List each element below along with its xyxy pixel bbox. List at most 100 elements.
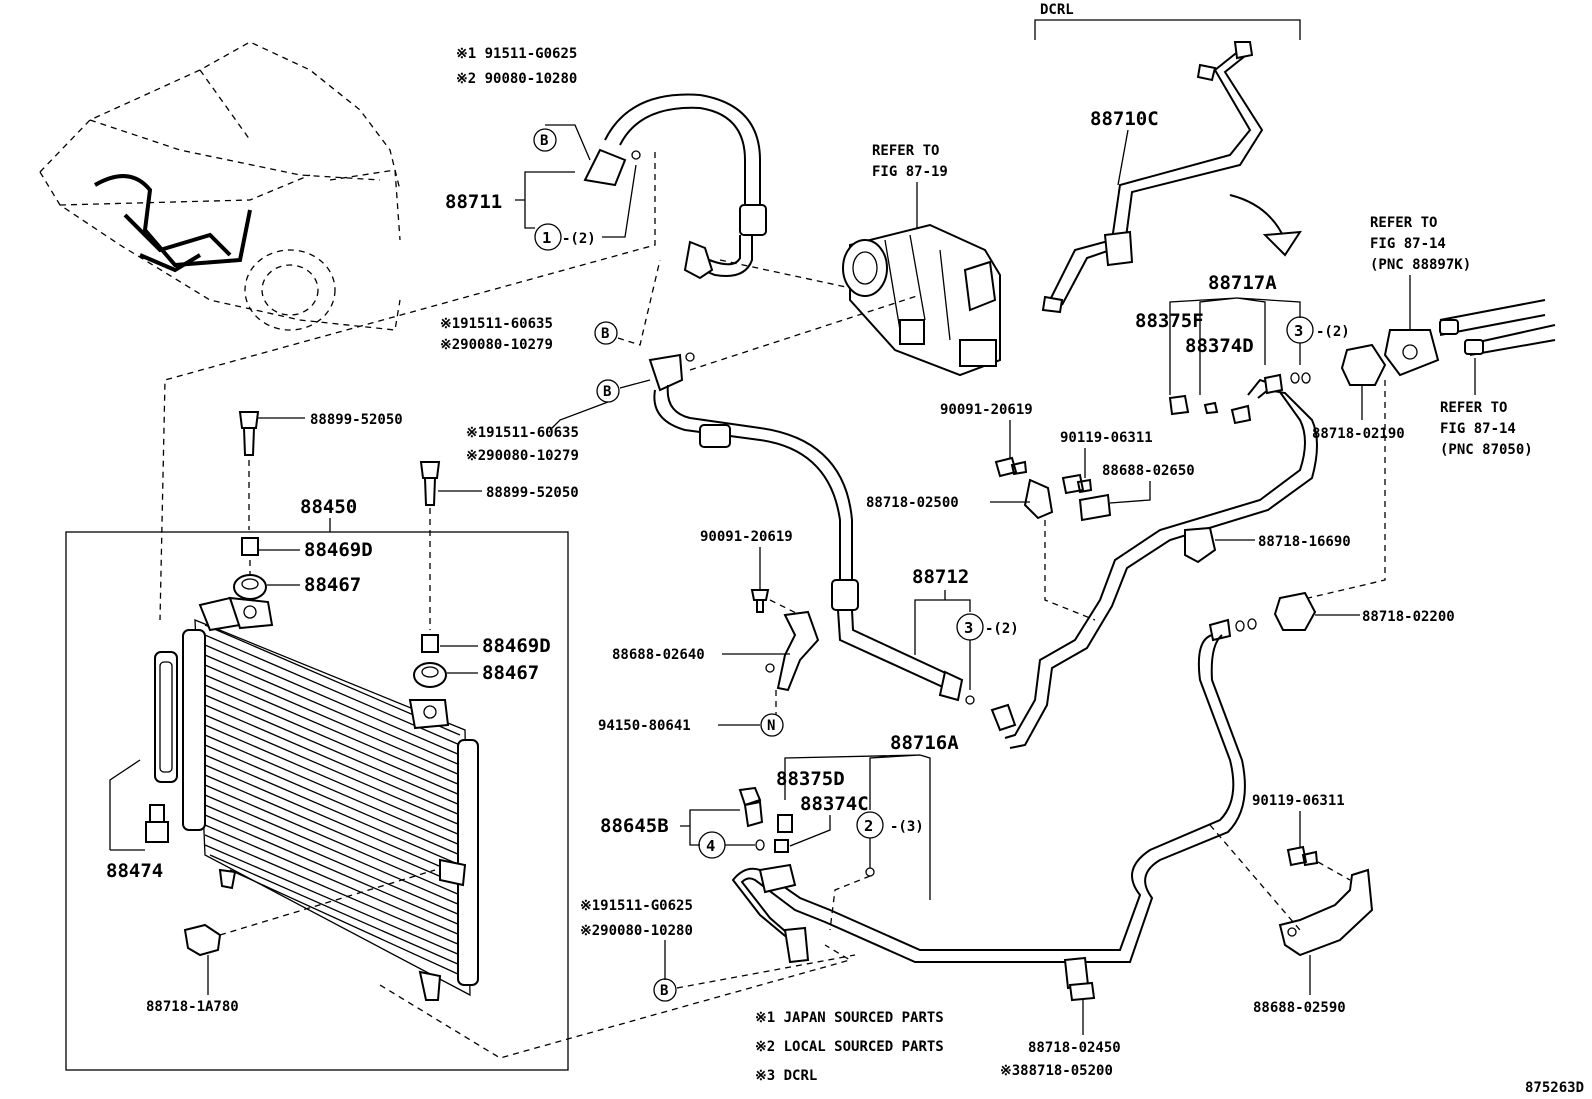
label-88688-02640: 88688-02640 bbox=[612, 647, 705, 663]
callout-b-lower-text: B bbox=[660, 983, 668, 999]
callout-b-88711-text: B bbox=[540, 133, 548, 149]
discharge-hose-88711 bbox=[583, 93, 767, 280]
switch-88375D bbox=[777, 814, 793, 833]
label-88374C: 88374C bbox=[800, 793, 869, 815]
label-88469D-a: 88469D bbox=[304, 539, 373, 561]
refer-fig-87-14-a-line3: (PNC 88897K) bbox=[1370, 257, 1471, 273]
callout-1-88711 bbox=[534, 223, 562, 251]
label-88718-1A780: 88718-1A780 bbox=[146, 999, 239, 1015]
callout-3-88712-text: 3 bbox=[964, 619, 973, 637]
pipe-88710C bbox=[1041, 41, 1264, 314]
label-88718-16690: 88718-16690 bbox=[1258, 534, 1351, 550]
label-88688-02590: 88688-02590 bbox=[1253, 1000, 1346, 1016]
cushion-88467-b bbox=[413, 662, 447, 688]
label-88467-b: 88467 bbox=[482, 662, 539, 684]
label-88469D-b: 88469D bbox=[482, 635, 551, 657]
label-88711: 88711 bbox=[445, 191, 502, 213]
condenser-88450 bbox=[154, 596, 479, 1001]
hose-fitting-refer-87-14 bbox=[1383, 299, 1556, 377]
pressure-switch-88645B bbox=[738, 786, 764, 828]
label-88375D: 88375D bbox=[776, 768, 845, 790]
label-88710C: 88710C bbox=[1090, 108, 1159, 130]
label-88711-note1: ※1 91511-G0625 bbox=[456, 46, 577, 62]
label-88717A-qty: -(2) bbox=[1316, 324, 1350, 340]
bracket-88688-02590 bbox=[1278, 868, 1374, 957]
leader-hose-to-condenser bbox=[159, 152, 656, 621]
vehicle-location-illustration bbox=[39, 41, 401, 331]
label-90119-06311-b: 90119-06311 bbox=[1252, 793, 1345, 809]
legend-line-2: ※2 LOCAL SOURCED PARTS bbox=[755, 1039, 944, 1055]
label-88899-52050-b: 88899-52050 bbox=[486, 485, 579, 501]
label-88717A: 88717A bbox=[1208, 272, 1277, 294]
label-90091-20619-b: 90091-20619 bbox=[700, 529, 793, 545]
bolt-90119-a bbox=[1061, 473, 1093, 495]
label-88718-05200: ※388718-05200 bbox=[1000, 1063, 1113, 1079]
cushion-88718-02200 bbox=[1273, 591, 1317, 631]
condenser-assembly-frame bbox=[65, 531, 569, 1071]
bracket-88718-1A780 bbox=[183, 923, 222, 957]
label-hose-b-lower-2: ※290080-10280 bbox=[580, 923, 693, 939]
label-88718-02200: 88718-02200 bbox=[1362, 609, 1455, 625]
refer-fig-87-19-line2: FIG 87-19 bbox=[872, 164, 948, 180]
label-88474: 88474 bbox=[106, 860, 163, 882]
bolt-88899-52050-b bbox=[419, 461, 441, 506]
refer-fig-87-19-line1: REFER TO bbox=[872, 143, 939, 159]
clamp-88718-16690 bbox=[1184, 526, 1217, 564]
callout-n bbox=[760, 713, 784, 737]
callout-b-upper-text: B bbox=[601, 326, 609, 342]
label-hose-b-upper-2: ※290080-10279 bbox=[440, 337, 553, 353]
dcrl-section-bracket: DCRL bbox=[1034, 2, 1301, 40]
dcrl-label: DCRL bbox=[1040, 2, 1074, 18]
diagram-id: 875263D bbox=[1525, 1080, 1584, 1096]
bracket-88688-02640 bbox=[765, 610, 820, 692]
refer-fig-87-14-b-line3: (PNC 87050) bbox=[1440, 442, 1533, 458]
label-88718-02190: 88718-02190 bbox=[1312, 426, 1405, 442]
cushion-88718-02190 bbox=[1340, 343, 1387, 386]
callout-b-upper bbox=[594, 321, 618, 345]
legend-line-1: ※1 JAPAN SOURCED PARTS bbox=[755, 1010, 944, 1026]
callout-b-mid-text: B bbox=[603, 384, 611, 400]
pipe-88717A bbox=[990, 373, 1318, 749]
bolt-90119-b bbox=[1286, 845, 1319, 867]
refer-fig-87-14-b-line2: FIG 87-14 bbox=[1440, 421, 1516, 437]
callout-n-text: N bbox=[767, 718, 775, 734]
label-88716A: 88716A bbox=[890, 732, 959, 754]
callout-3-88717A-text: 3 bbox=[1294, 322, 1303, 340]
label-94150-80641: 94150-80641 bbox=[598, 718, 691, 734]
clamp-88718-02450 bbox=[1063, 956, 1096, 1002]
receiver-88474 bbox=[145, 804, 169, 843]
label-88718-02450: 88718-02450 bbox=[1028, 1040, 1121, 1056]
label-88374D: 88374D bbox=[1185, 335, 1254, 357]
ac-compressor bbox=[842, 223, 1001, 377]
callout-4-88645B-text: 4 bbox=[706, 837, 715, 855]
callout-b-lower bbox=[653, 978, 677, 1002]
valve-88374C bbox=[774, 839, 789, 853]
refer-fig-87-14-b-line1: REFER TO bbox=[1440, 400, 1507, 416]
label-90091-20619-a: 90091-20619 bbox=[940, 402, 1033, 418]
bolt-90091-b bbox=[750, 589, 770, 613]
label-88899-52050-a: 88899-52050 bbox=[310, 412, 403, 428]
label-hose-b-lower-1: ※191511-G0625 bbox=[580, 898, 693, 914]
label-88716A-qty: -(3) bbox=[890, 819, 924, 835]
callout-1-text: 1 bbox=[542, 229, 551, 247]
label-hose-b-mid-1: ※191511-60635 bbox=[466, 425, 579, 441]
refer-fig-87-14-a-line2: FIG 87-14 bbox=[1370, 236, 1446, 252]
callout-b-88711 bbox=[533, 128, 557, 152]
label-88375F: 88375F bbox=[1135, 310, 1204, 332]
label-88712-qty: -(2) bbox=[985, 621, 1019, 637]
label-hose-b-mid-2: ※290080-10279 bbox=[466, 448, 579, 464]
cushion-88469D-b bbox=[421, 634, 439, 653]
bolt-88899-52050-a bbox=[238, 411, 260, 456]
pipe-88716A bbox=[731, 618, 1257, 964]
label-88711-note2: ※2 90080-10280 bbox=[456, 71, 577, 87]
label-88467-a: 88467 bbox=[304, 574, 361, 596]
label-88718-02500: 88718-02500 bbox=[866, 495, 959, 511]
label-88712: 88712 bbox=[912, 566, 969, 588]
label-88688-02650: 88688-02650 bbox=[1102, 463, 1195, 479]
callout-2-88716A-text: 2 bbox=[864, 817, 873, 835]
refer-fig-87-14-a-line1: REFER TO bbox=[1370, 215, 1437, 231]
suction-hose-88712 bbox=[648, 352, 975, 705]
clamp-88718-02500 bbox=[1023, 478, 1054, 520]
label-88645B: 88645B bbox=[600, 815, 669, 837]
